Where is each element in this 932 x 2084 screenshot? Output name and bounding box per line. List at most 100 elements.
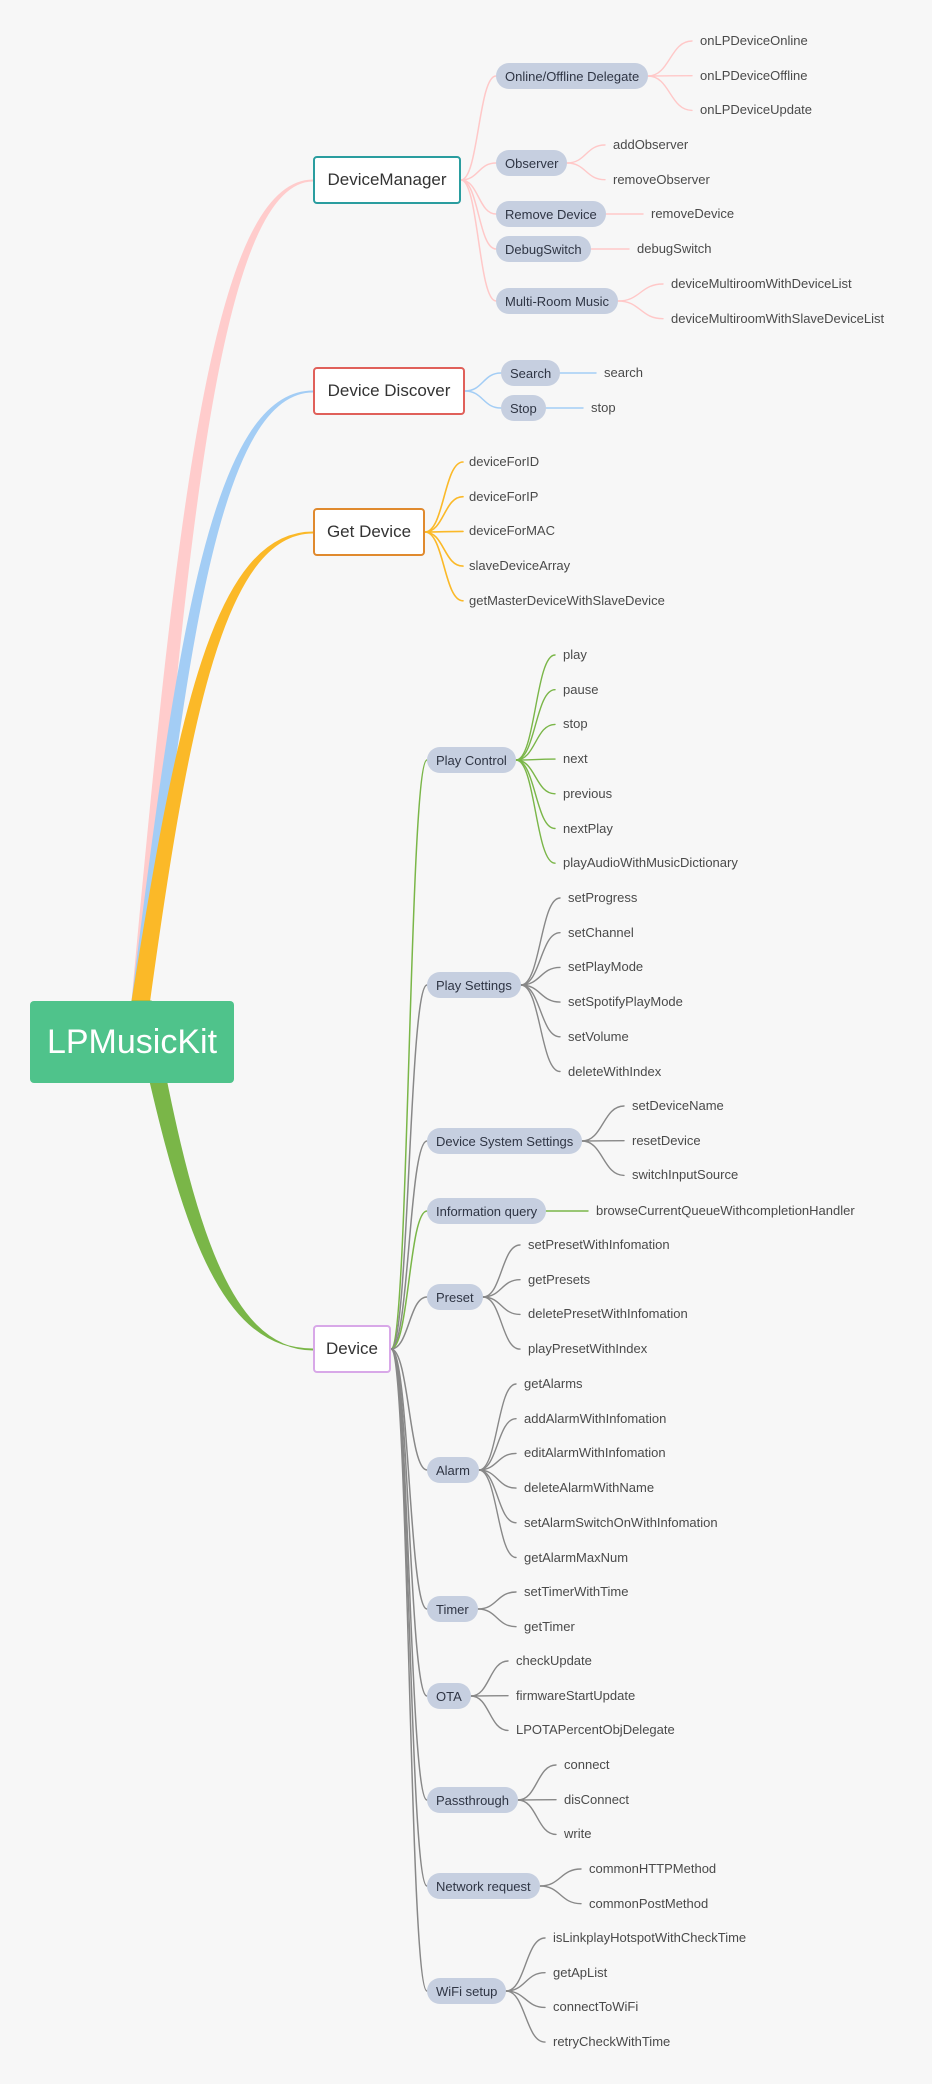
leaf-previous: previous (563, 785, 613, 801)
sub-node-passthrough: Passthrough (427, 1787, 518, 1813)
leaf-disconnect: disConnect (564, 1791, 630, 1807)
leaf-deviceforip: deviceForIP (469, 488, 539, 504)
leaf-play: play (563, 647, 587, 662)
leaf-browsecurrentqueuewithcompletionhandler: browseCurrentQueueWithcompletionHandler (596, 1203, 855, 1218)
leaf-connector (515, 723, 556, 761)
sub-connector (390, 1140, 428, 1350)
leaf-connector (424, 495, 464, 533)
leaf-settimerwithtime: setTimerWithTime (524, 1584, 629, 1599)
sub-node-wifi-setup: WiFi setup (427, 1978, 507, 2004)
leaf-connector (566, 144, 606, 164)
sub-node-ota: OTA (427, 1683, 471, 1709)
leaf-deletepresetwithinfomation: deletePresetWithInfomation (528, 1306, 688, 1322)
leaf-connector (478, 1452, 517, 1471)
leaf-switchinputsource: switchInputSource (632, 1167, 739, 1183)
leaf-playaudiowithmusicdictionary: playAudioWithMusicDictionary (563, 855, 738, 871)
leaf-commonpostmethod: commonPostMethod (589, 1895, 709, 1911)
leaf-connector (539, 1885, 582, 1905)
leaf-connector (470, 1695, 509, 1732)
sub-node-multi-room-music: Multi-Room Music (496, 288, 619, 314)
leaf-pause: pause (563, 681, 599, 697)
leaf-connector (482, 1279, 521, 1298)
leaf-connector (647, 40, 693, 77)
leaf-getaplist: getApList (553, 1964, 608, 1980)
leaf-stop: stop (563, 716, 588, 732)
leaf-setspotifyplaymode: setSpotifyPlayMode (568, 994, 683, 1010)
leaf-addobserver: addObserver (613, 137, 689, 152)
leaf-connector (617, 283, 664, 302)
leaf-connector (647, 75, 693, 112)
sub-connector (464, 390, 502, 409)
leaf-connector (515, 759, 556, 864)
sub-connector (460, 179, 497, 302)
leaf-connector (581, 1140, 625, 1177)
leaf-connecttowifi: connectToWiFi (553, 1999, 639, 2015)
leaf-islinkplayhotspotwithchecktime: isLinkplayHotspotWithCheckTime (553, 1930, 747, 1945)
leaf-nextplay: nextPlay (563, 820, 613, 836)
leaf-slavedevicearray: slaveDeviceArray (469, 558, 571, 574)
branch-node-get-device: Get Device (313, 508, 425, 556)
leaf-connector (517, 1799, 557, 1836)
leaf-connector (478, 1383, 517, 1471)
leaf-deletewithindex: deleteWithIndex (568, 1063, 662, 1079)
leaf-setvolume: setVolume (568, 1028, 629, 1044)
leaf-commonhttpmethod: commonHTTPMethod (589, 1861, 717, 1876)
leaf-removeobserver: removeObserver (613, 171, 710, 187)
sub-connector (390, 759, 428, 1350)
sub-node-preset: Preset (427, 1284, 483, 1310)
leaf-search: search (604, 365, 644, 380)
leaf-checkupdate: checkUpdate (516, 1653, 592, 1668)
leaf-connector (520, 897, 561, 986)
leaf-connector (539, 1868, 582, 1887)
sub-connector (390, 1210, 428, 1350)
leaf-connector (424, 531, 464, 602)
leaf-debugswitch: debugSwitch (637, 241, 712, 256)
leaf-connector (505, 1937, 546, 1992)
leaf-retrycheckwithtime: retryCheckWithTime (553, 2034, 671, 2050)
leaf-write: write (564, 1826, 592, 1842)
leaf-connector (566, 162, 606, 181)
leaf-connector (478, 1469, 517, 1559)
leaf-onlpdeviceonline: onLPDeviceOnline (700, 33, 808, 48)
sub-node-online-offline-delegate: Online/Offline Delegate (496, 63, 649, 89)
leaf-connector (520, 932, 561, 986)
leaf-deviceforid: deviceForID (469, 454, 540, 469)
leaf-connector (478, 1418, 517, 1471)
leaf-stop: stop (591, 400, 616, 415)
leaf-devicemultiroomwithdevicelist: deviceMultiroomWithDeviceList (671, 276, 852, 291)
leaf-setalarmswitchonwithinfomation: setAlarmSwitchOnWithInfomation (524, 1514, 718, 1530)
leaf-connector (515, 689, 556, 761)
sub-node-play-settings: Play Settings (427, 972, 521, 998)
leaf-getalarms: getAlarms (524, 1376, 583, 1391)
sub-connector (390, 984, 428, 1350)
sub-node-observer: Observer (496, 150, 568, 176)
leaf-connector (515, 654, 556, 761)
leaf-connector (617, 300, 664, 320)
sub-connector (460, 179, 497, 250)
branch-node-device: Device (313, 1325, 391, 1373)
leaf-connector (477, 1591, 517, 1610)
leaf-resetdevice: resetDevice (632, 1132, 701, 1148)
sub-connector (460, 162, 497, 181)
leaf-getpresets: getPresets (528, 1271, 591, 1287)
leaf-connector (477, 1608, 517, 1628)
leaf-removedevice: removeDevice (651, 206, 735, 221)
leaf-connector (581, 1105, 625, 1142)
leaf-getalarmmaxnum: getAlarmMaxNum (524, 1549, 629, 1565)
leaf-setchannel: setChannel (568, 924, 634, 940)
leaf-gettimer: getTimer (524, 1618, 575, 1634)
leaf-editalarmwithinfomation: editAlarmWithInfomation (524, 1445, 666, 1461)
leaf-connector (505, 1972, 546, 1992)
leaf-connector (520, 984, 561, 1073)
leaf-setplaymode: setPlayMode (568, 959, 644, 975)
sub-node-debugswitch: DebugSwitch (496, 236, 591, 262)
sub-connector (390, 1348, 428, 1610)
root-node: LPMusicKit (30, 1001, 234, 1083)
sub-node-stop: Stop (501, 395, 546, 421)
leaf-connector (505, 1990, 546, 2043)
sub-node-search: Search (501, 360, 561, 386)
leaf-connector (470, 1660, 509, 1697)
leaf-onlpdeviceoffline: onLPDeviceOffline (700, 67, 808, 83)
leaf-connector (478, 1469, 517, 1524)
